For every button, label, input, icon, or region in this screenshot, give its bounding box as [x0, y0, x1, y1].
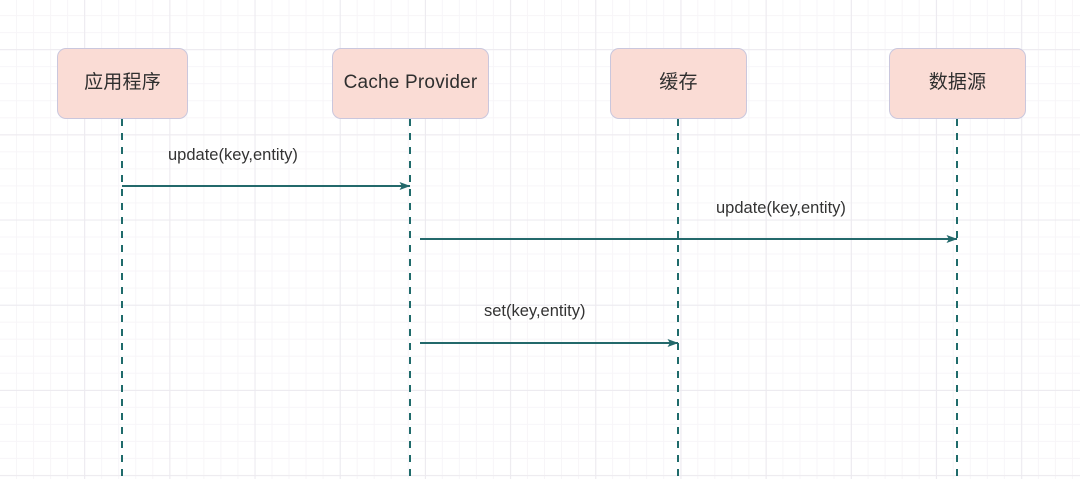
message-label-m3: set(key,entity) [484, 302, 586, 320]
participant-box-cache[interactable]: 缓存 [610, 48, 747, 119]
message-label-m2: update(key,entity) [716, 199, 846, 217]
message-arrow-group [122, 182, 958, 347]
participant-box-cache_provider[interactable]: Cache Provider [332, 48, 489, 119]
participant-label-cache: 缓存 [659, 72, 698, 94]
participant-label-cache_provider: Cache Provider [343, 72, 478, 94]
participant-box-datasource[interactable]: 数据源 [889, 48, 1026, 119]
participant-box-app[interactable]: 应用程序 [57, 48, 188, 119]
lifeline-group [121, 119, 958, 479]
participant-label-app: 应用程序 [84, 72, 161, 94]
participant-label-datasource: 数据源 [928, 72, 987, 94]
message-label-m1: update(key,entity) [168, 146, 298, 164]
